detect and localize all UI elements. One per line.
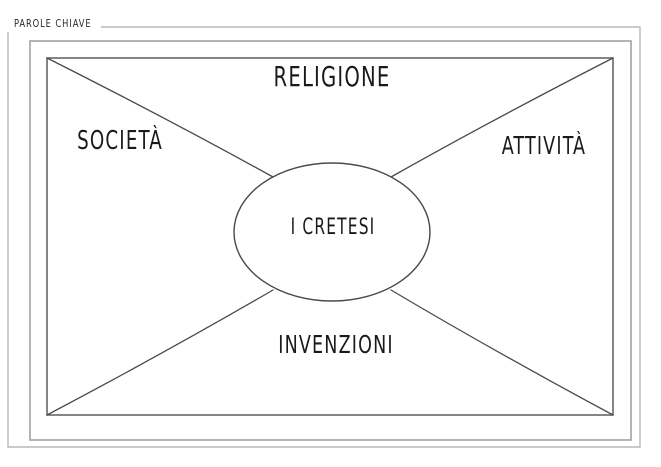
middle-frame	[29, 40, 632, 441]
curve-bottom-right	[390, 289, 614, 416]
curve-bottom-left	[46, 289, 274, 416]
section-title: PAROLE CHIAVE	[14, 17, 92, 30]
center-ellipse	[233, 162, 431, 302]
branch-label-attivita: ATTIVITÀ	[501, 131, 587, 160]
branch-label-invenzioni: INVENZIONI	[278, 330, 394, 359]
outer-frame	[7, 26, 641, 448]
curve-top-right	[390, 57, 614, 178]
inner-box	[46, 57, 614, 416]
branch-label-societa: SOCIETÀ	[77, 126, 163, 156]
center-node-label: I CRETESI	[290, 215, 376, 240]
branch-label-religione: RELIGIONE	[273, 60, 391, 93]
curve-top-left	[46, 57, 274, 178]
